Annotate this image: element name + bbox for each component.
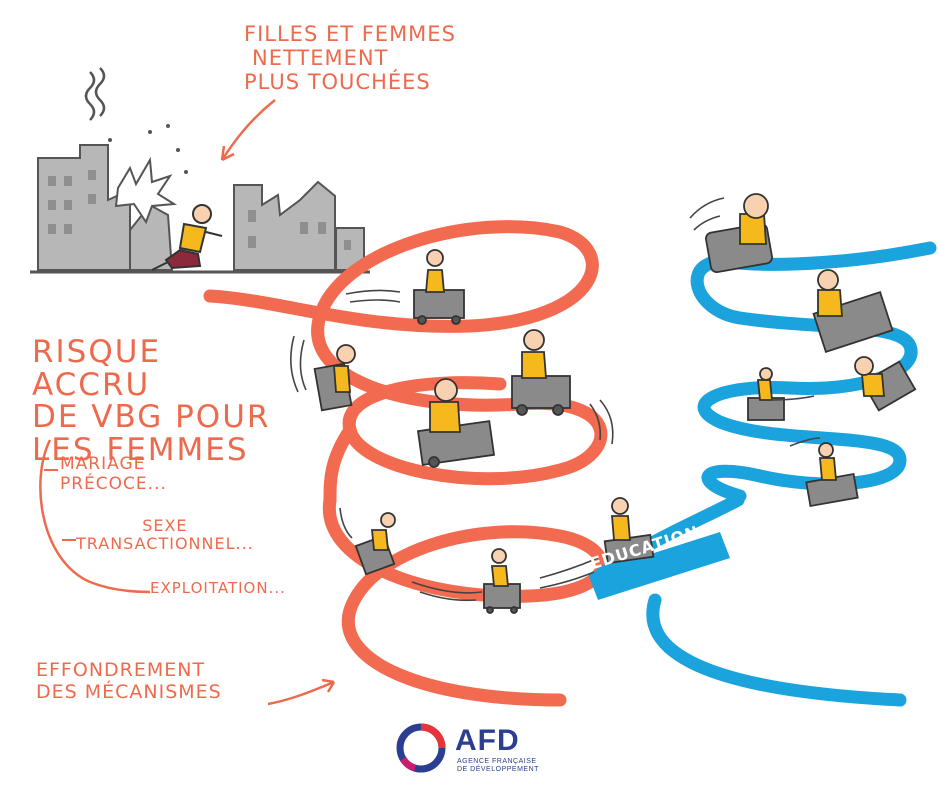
ruined-city [30,144,370,274]
annotation-girls-women: FILLES ET FEMMES NETTEMENT PLUS TOUCHÉES [244,22,456,95]
cart-11 [747,367,785,421]
cart-10 [854,356,917,412]
cart-9 [812,269,894,353]
speed-lines [290,197,821,602]
cart-2 [511,329,571,416]
annotation-early-marriage: MARIAGE PRÉCOCE... [60,454,167,494]
annotation-collapse: EFFONDREMENT DES MÉCANISMES [36,659,222,703]
cart-3 [313,344,356,412]
cart-7 [603,497,655,565]
annotation-exploitation: EXPLOITATION... [150,579,286,597]
arrow-top [220,99,276,162]
cart-6 [483,548,521,614]
running-girl [151,204,223,271]
cart-12 [805,442,859,508]
afd-ring-icon [396,723,446,773]
annotation-transactional-sex: SEXE TRANSACTIONNEL... [76,516,254,554]
afd-logo: AFD AGENCE FRANÇAISE DE DÉVELOPPEMENT [395,718,555,780]
cart-figures [313,193,917,614]
city-windows [48,170,351,250]
arrow-effondrement [267,678,336,706]
education-ribbon [588,532,730,600]
logo-name: AFD [455,724,520,757]
smoke-lines [84,67,106,121]
explosion [108,124,188,225]
annotation-gbv-risk: RISQUE ACCRU DE VBG POUR LES FEMMES [32,334,271,468]
cart-1 [413,249,465,325]
cart-5 [354,512,396,576]
cart-4 [416,378,496,468]
logo-subtitle: AGENCE FRANÇAISE DE DÉVELOPPEMENT [457,758,539,774]
cart-8 [705,193,773,274]
bracket-curve [39,439,151,594]
